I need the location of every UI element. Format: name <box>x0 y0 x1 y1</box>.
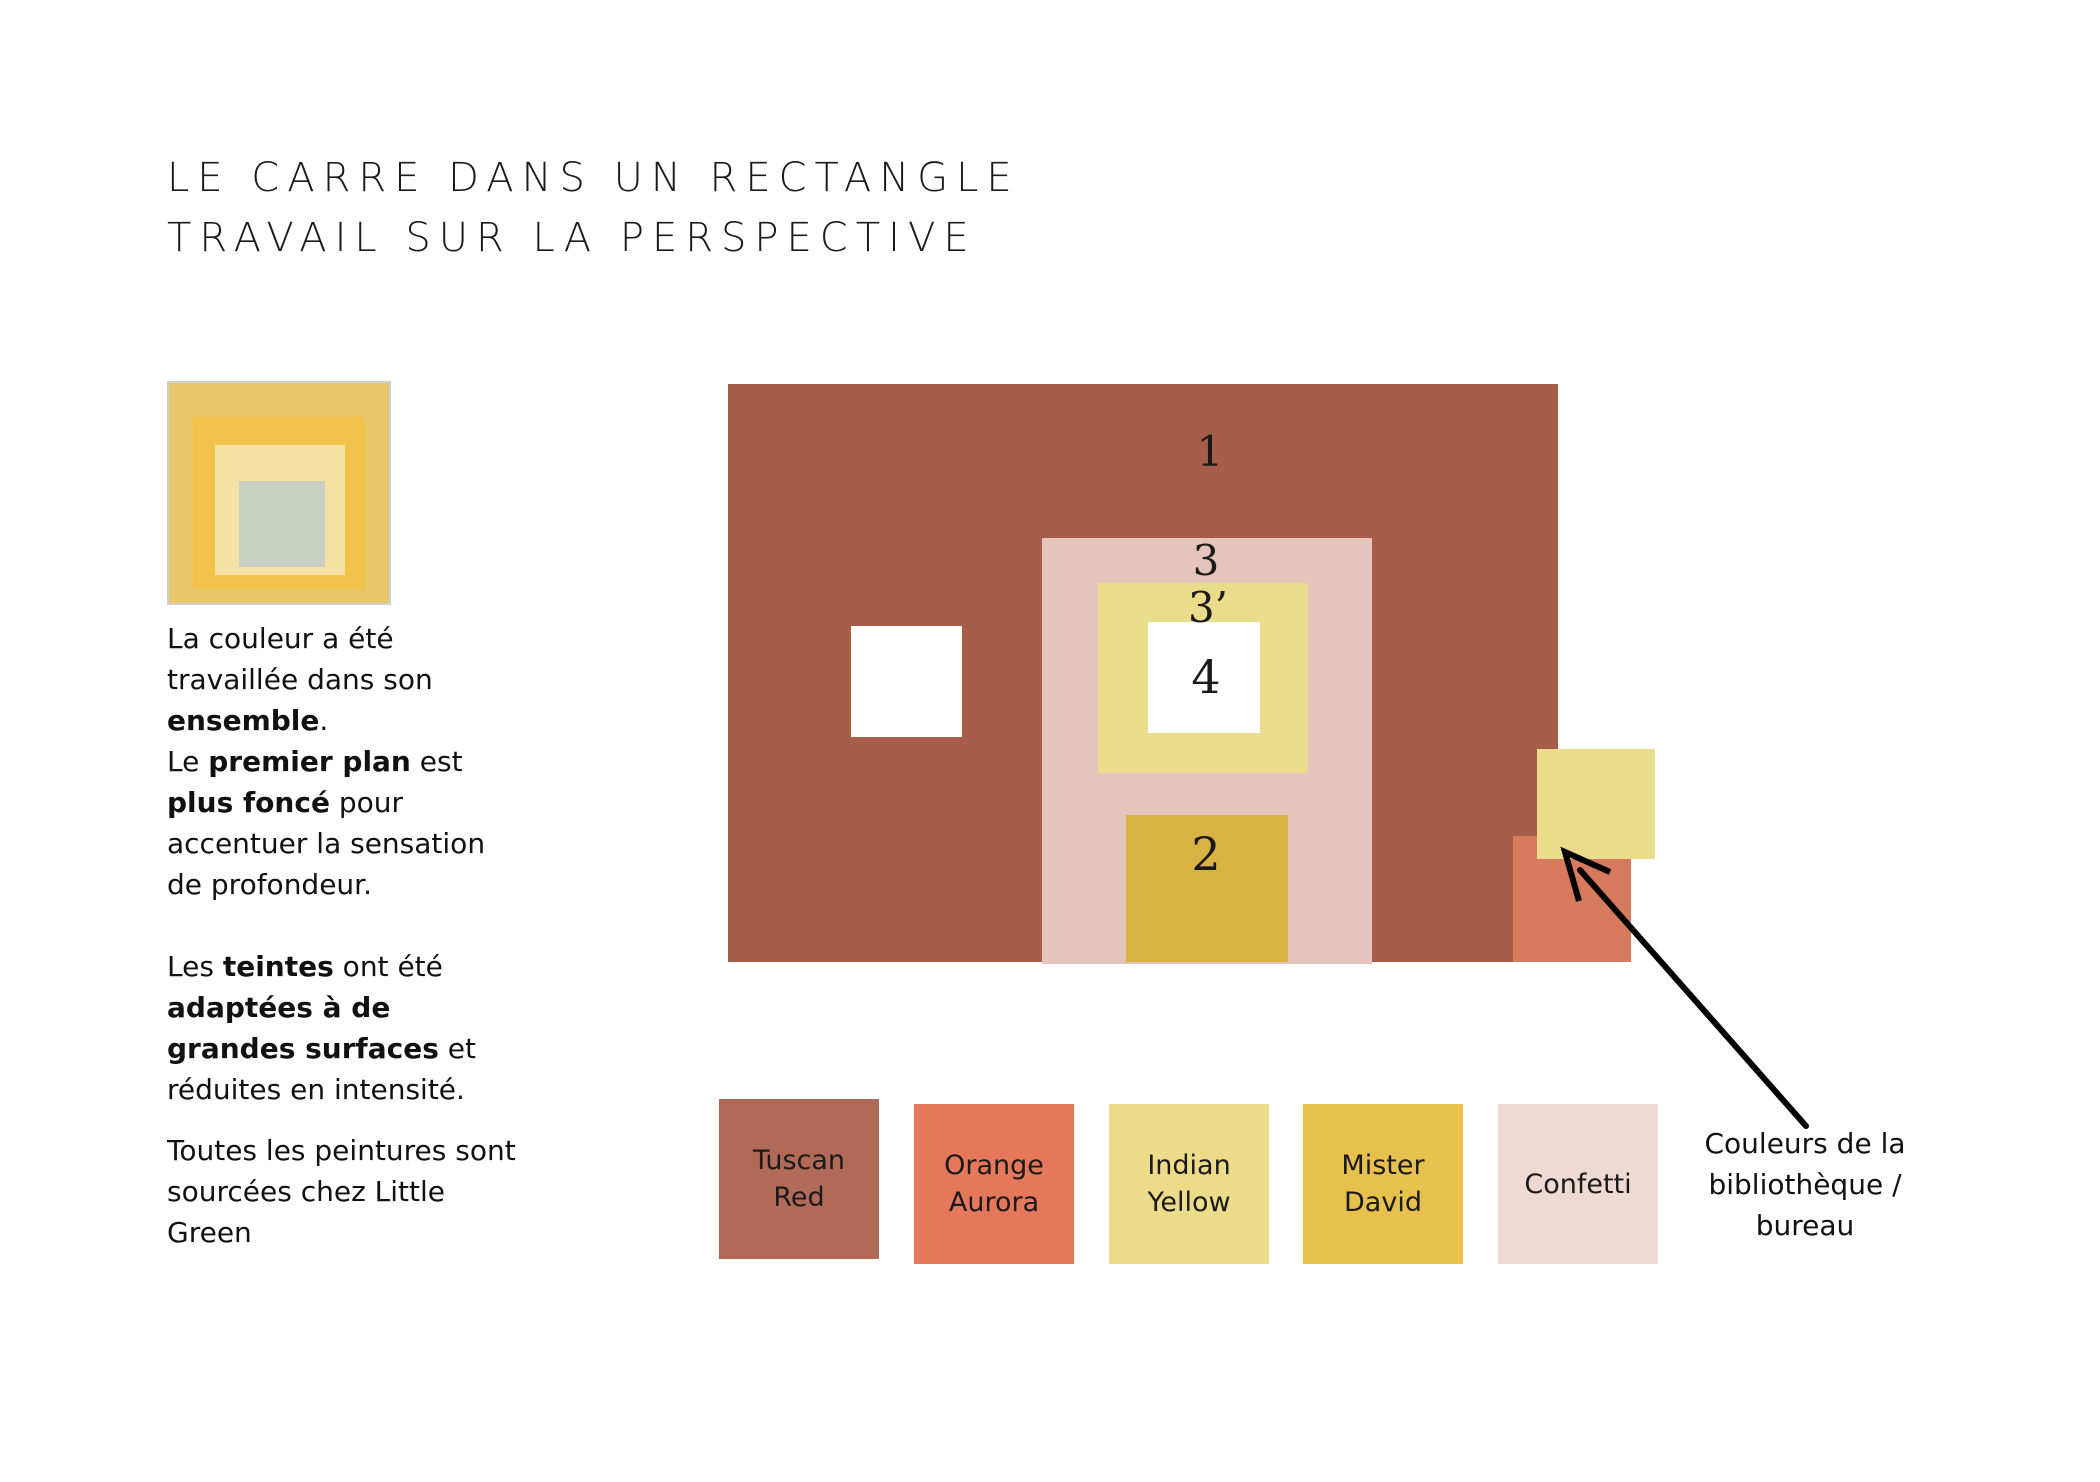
label-2: 2 <box>1191 827 1221 881</box>
swatch-tuscan-red: Tuscan Red <box>719 1099 879 1259</box>
text-span: Les <box>167 950 223 983</box>
reference-square-inner <box>239 481 325 567</box>
label-1: 1 <box>1196 427 1224 476</box>
description-paragraph-2: Les teintes ont été adaptées à de grande… <box>167 946 527 1110</box>
bold-span: teintes <box>222 950 334 983</box>
swatch-indian-yellow: Indian Yellow <box>1109 1104 1269 1264</box>
text-span: ont été <box>333 950 443 983</box>
bold-span: plus foncé <box>167 786 330 819</box>
swatch-orange-aurora: Orange Aurora <box>914 1104 1074 1264</box>
cabinet-block <box>1126 815 1288 962</box>
description-paragraph-3: Toutes les peintures sont sourcées chez … <box>167 1134 516 1249</box>
bold-span: adaptées à de grandes surfaces <box>167 991 439 1065</box>
text-span: La couleur a été travaillée dans son <box>167 622 433 696</box>
text-span: Le <box>167 745 209 778</box>
white-niche-square <box>1148 622 1260 733</box>
bold-span: premier plan <box>208 745 411 778</box>
text-span: est <box>410 745 463 778</box>
label-3-prime: 3’ <box>1187 583 1229 632</box>
swatch-caption: Couleurs de la bibliothèque / bureau <box>1704 1127 1906 1242</box>
text-span: et réduites en intensité. <box>167 1032 476 1106</box>
page-title-line-2: TRAVAIL SUR LA PERSPECTIVE <box>167 215 977 261</box>
white-window-square <box>851 626 962 737</box>
bold-span: ensemble <box>167 704 320 737</box>
text-span: . <box>319 704 329 737</box>
swatch-confetti: Confetti <box>1498 1104 1658 1264</box>
description-paragraph-1: La couleur a été travaillée dans son ens… <box>167 618 527 905</box>
swatch-mister-david: Mister David <box>1303 1104 1463 1264</box>
albers-reference-image <box>167 381 391 605</box>
page-title-line-1: LE CARRE DANS UN RECTANGLE <box>167 155 1020 201</box>
label-4: 4 <box>1191 650 1221 704</box>
text-span: pour accentuer la sensation de profondeu… <box>167 786 486 901</box>
label-3: 3 <box>1192 536 1220 585</box>
description-text: La couleur a été travaillée dans son ens… <box>167 618 527 1253</box>
desk-yellow-block <box>1537 749 1655 859</box>
